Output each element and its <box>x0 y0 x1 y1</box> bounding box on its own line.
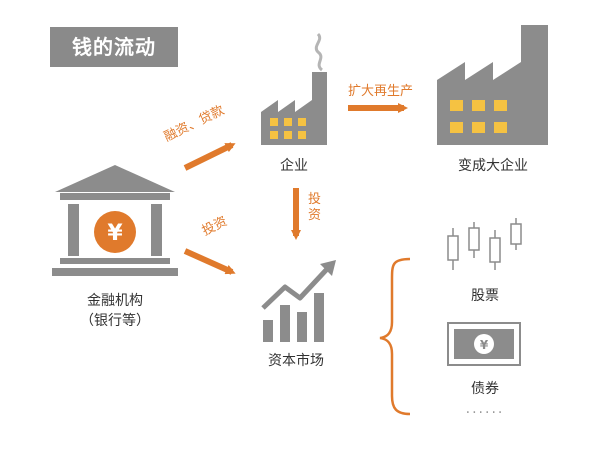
candlestick-icon <box>447 218 522 270</box>
svg-text:¥: ¥ <box>107 221 123 246</box>
factory-icon <box>261 32 327 145</box>
bank-label: 金融机构 <box>87 293 143 309</box>
bond-certificate-icon: ¥ <box>447 322 521 366</box>
capital-market-label: 资本市场 <box>268 353 324 369</box>
bank-icon: ¥ <box>52 165 178 276</box>
diagram-title: 钱的流动 <box>50 27 178 67</box>
arrow-bank-to-market <box>183 248 236 275</box>
enterprise-label: 企业 <box>280 158 308 174</box>
bonds-label: 债券 <box>471 381 499 397</box>
growth-chart-icon <box>261 260 336 342</box>
stocks-label: 股票 <box>471 288 499 304</box>
more-ellipsis: ······ <box>465 405 505 421</box>
svg-text:¥: ¥ <box>480 338 489 352</box>
flow-label-expand-production: 扩大再生产 <box>348 84 414 99</box>
large-factory-icon <box>437 25 548 145</box>
bracket <box>379 257 411 416</box>
bank-sublabel: （银行等） <box>80 313 150 329</box>
arrow-bank-to-enterprise <box>183 142 236 171</box>
big-enterprise-label: 变成大企业 <box>458 158 528 174</box>
flow-label-investment-enterprise: 投资 <box>308 192 322 223</box>
